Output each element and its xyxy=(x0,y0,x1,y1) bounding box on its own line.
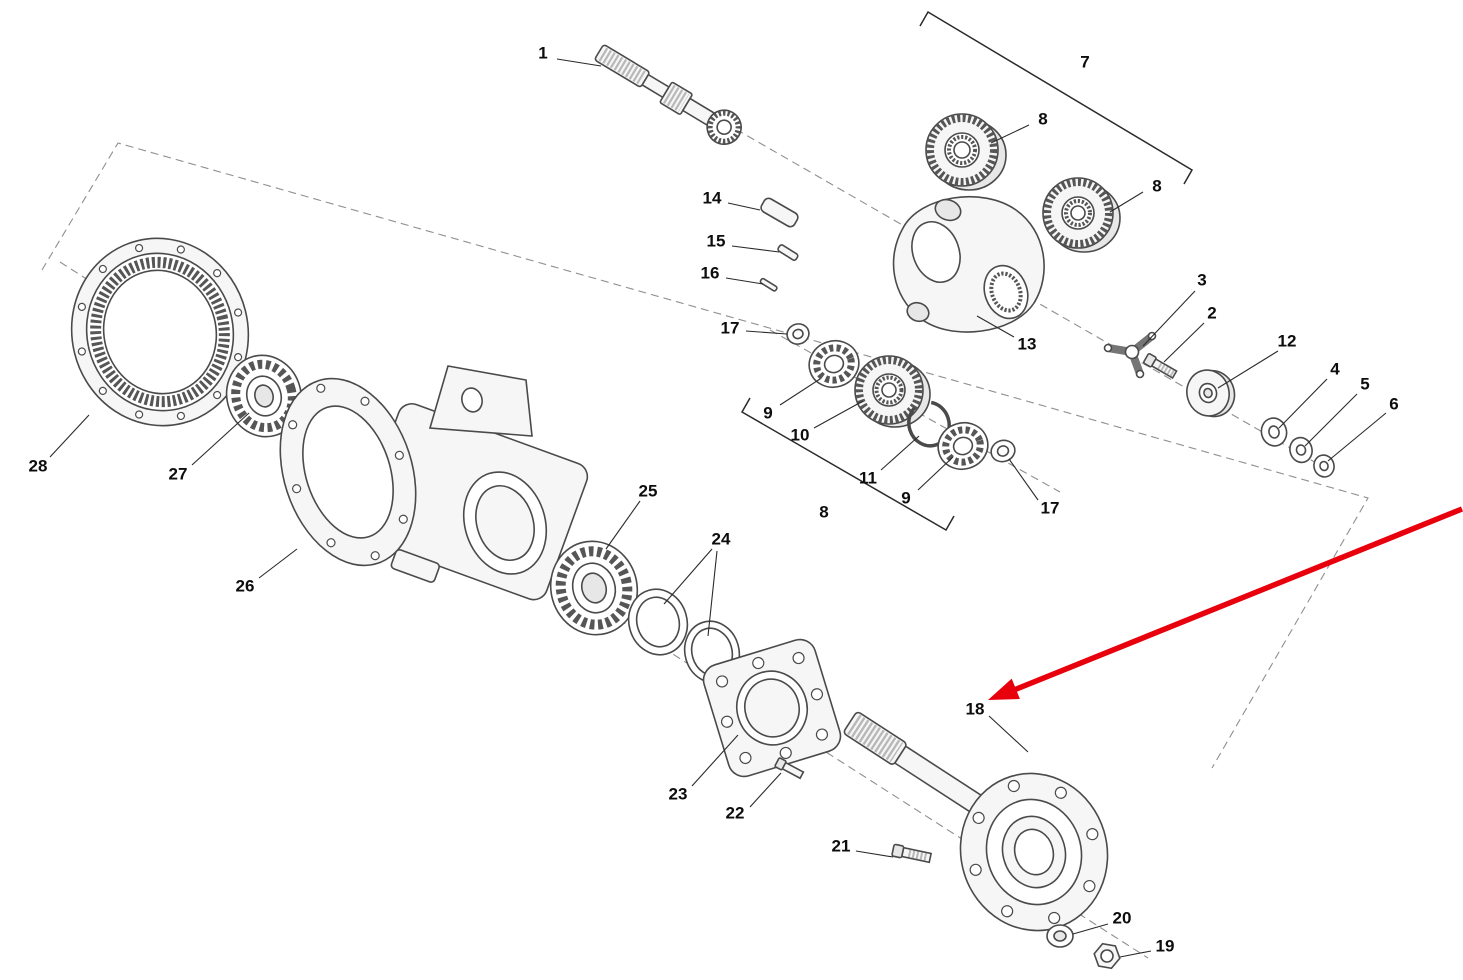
part-label-17a: 17 xyxy=(721,319,740,338)
part-label-4: 4 xyxy=(1330,360,1340,379)
dashed-boundary xyxy=(41,142,1369,769)
leader-line-27 xyxy=(191,412,250,466)
leader-line-13 xyxy=(976,315,1015,338)
leader-line-19 xyxy=(1119,950,1152,958)
washer-part-17b xyxy=(990,439,1016,463)
washer-part-20 xyxy=(1046,924,1074,948)
leader-line-3 xyxy=(1142,290,1196,347)
leader-line-14 xyxy=(727,202,761,211)
leader-line-11 xyxy=(880,435,920,471)
leader-line-1 xyxy=(556,58,602,67)
part-label-9a: 9 xyxy=(763,404,772,423)
part-label-8b: 8 xyxy=(1152,177,1161,196)
pin-part-16 xyxy=(759,277,778,292)
part-label-6: 6 xyxy=(1389,395,1398,414)
part-label-9b: 9 xyxy=(901,489,910,508)
washer-part-6 xyxy=(1313,454,1335,478)
leader-line-24-1 xyxy=(707,550,718,637)
axle-shaft-part-18 xyxy=(843,711,1109,932)
part-label-19: 19 xyxy=(1156,937,1175,956)
leader-line-26 xyxy=(258,548,298,579)
disc-part-12 xyxy=(1186,369,1236,418)
seal-ring-part-24a xyxy=(627,588,689,656)
part-label-20: 20 xyxy=(1113,909,1132,928)
part-label-21: 21 xyxy=(832,837,851,856)
part-label-10: 10 xyxy=(791,426,810,445)
leader-line-23 xyxy=(691,734,739,787)
differential-housing-part-13 xyxy=(892,196,1045,333)
leader-line-17b xyxy=(1008,458,1039,501)
part-label-22: 22 xyxy=(726,804,745,823)
highlight-arrow-head xyxy=(988,678,1020,700)
leader-line-4 xyxy=(1278,378,1328,429)
leader-line-17a xyxy=(745,330,788,335)
part-label-5: 5 xyxy=(1360,375,1369,394)
gear-part-8a xyxy=(925,113,1007,191)
part-label-8c: 8 xyxy=(819,503,828,522)
part-label-15: 15 xyxy=(707,232,726,251)
part-label-1: 1 xyxy=(538,44,547,63)
leader-line-20 xyxy=(1072,923,1109,935)
leader-line-21 xyxy=(855,850,894,858)
pin-part-15 xyxy=(777,244,799,261)
leader-line-8a xyxy=(990,124,1030,144)
highlight-arrow-line xyxy=(1012,506,1463,693)
bearing-part-9a xyxy=(808,340,860,388)
part-label-3: 3 xyxy=(1197,271,1206,290)
pin-part-14 xyxy=(760,197,799,228)
axle-housing-part-26 xyxy=(279,365,589,601)
gear-part-10 xyxy=(854,355,931,428)
bolt-part-22 xyxy=(774,757,805,780)
part-label-25: 25 xyxy=(639,482,658,501)
leader-line-22 xyxy=(749,772,782,808)
leader-line-24 xyxy=(663,548,713,605)
ring-gear-part-28 xyxy=(70,237,250,427)
bolt-part-21 xyxy=(891,843,933,864)
leader-line-12 xyxy=(1217,350,1279,389)
part-label-2: 2 xyxy=(1207,304,1216,323)
group-bracket-7 xyxy=(919,10,1194,185)
bearing-part-25 xyxy=(549,540,639,636)
part-label-26: 26 xyxy=(236,577,255,596)
bolt-part-2 xyxy=(1142,352,1178,380)
leader-line-15 xyxy=(731,245,780,253)
leader-line-9b xyxy=(917,456,954,491)
flange-plate-part-23 xyxy=(702,638,842,778)
bearing-part-9b xyxy=(937,422,989,470)
leader-line-25 xyxy=(605,500,641,550)
nut-part-19 xyxy=(1093,942,1121,970)
group-bracket-8 xyxy=(740,397,955,532)
leader-line-28 xyxy=(49,414,90,458)
part-label-7: 7 xyxy=(1080,53,1089,72)
washer-part-17a xyxy=(786,323,810,345)
part-label-14: 14 xyxy=(703,189,722,208)
part-label-8a: 8 xyxy=(1038,110,1047,129)
leader-line-10 xyxy=(813,400,864,429)
part-label-11: 11 xyxy=(859,469,877,488)
part-label-17b: 17 xyxy=(1041,499,1060,518)
washer-part-4 xyxy=(1260,417,1288,447)
leader-line-8b xyxy=(1109,191,1144,213)
part-label-28: 28 xyxy=(29,457,48,476)
part-label-18: 18 xyxy=(966,700,985,719)
part-label-24: 24 xyxy=(712,530,731,549)
highlight-arrow xyxy=(988,506,1463,700)
part-label-13: 13 xyxy=(1018,335,1037,354)
gear-part-8b xyxy=(1042,177,1121,253)
input-shaft-part-1 xyxy=(594,44,742,145)
leader-line-16 xyxy=(725,277,764,285)
part-label-23: 23 xyxy=(669,785,688,804)
part-label-16: 16 xyxy=(701,264,720,283)
part-label-27: 27 xyxy=(169,465,188,484)
leader-line-2 xyxy=(1163,322,1205,363)
snap-ring-part-11 xyxy=(907,400,951,448)
leader-line-5 xyxy=(1304,393,1358,447)
leader-line-6 xyxy=(1327,412,1387,462)
part-label-12: 12 xyxy=(1278,332,1297,351)
leader-line-18 xyxy=(988,715,1029,753)
leader-line-9a xyxy=(779,378,821,406)
